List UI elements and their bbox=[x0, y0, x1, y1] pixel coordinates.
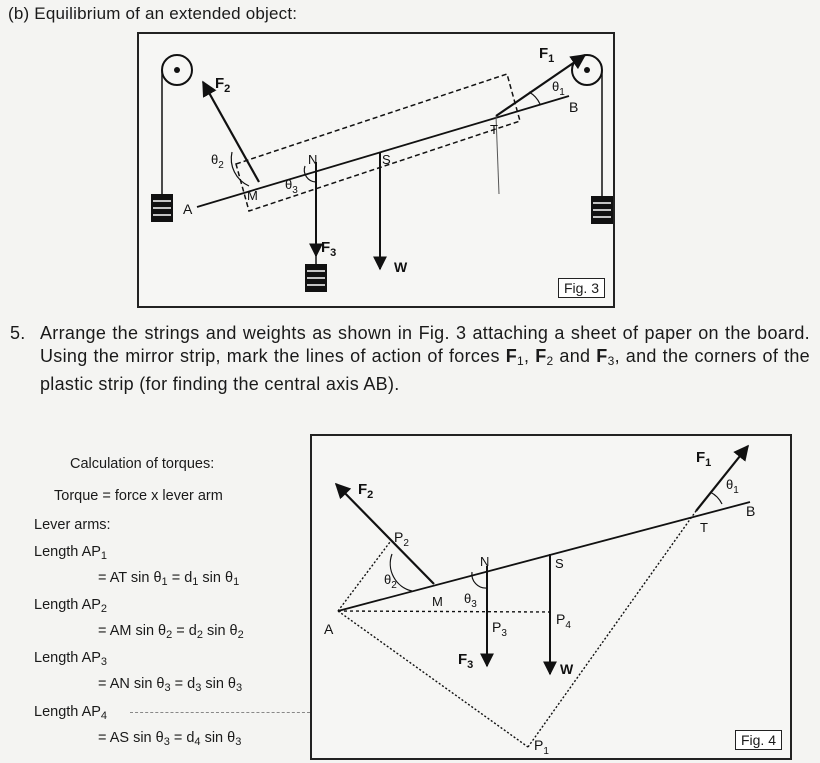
fig4-label-s: S bbox=[555, 556, 564, 571]
lever-arm-ap4-label: Length AP4 bbox=[34, 704, 108, 722]
step-5: 5. Arrange the strings and weights as sh… bbox=[10, 322, 810, 396]
fig4-label-p1: P1 bbox=[534, 737, 549, 757]
fig4-label-a: A bbox=[324, 621, 334, 637]
left-weight bbox=[151, 194, 173, 222]
fig4-label-theta1: θ1 bbox=[726, 477, 739, 496]
fig3-label-theta1: θ1 bbox=[552, 79, 565, 98]
figure-4-drawing: A B M N S T W P2 P3 P4 P1 F1 F2 F3 θ2 θ3… bbox=[324, 444, 755, 757]
bottom-weight bbox=[305, 264, 327, 292]
lever-arm-ap2-formula: = AM sin θ2 = d2 sin θ2 bbox=[98, 623, 244, 641]
fig3-label-n: N bbox=[308, 152, 317, 167]
section-heading: (b) Equilibrium of an extended object: bbox=[8, 4, 298, 23]
lever-arm-ap2-label: Length AP2 bbox=[34, 597, 108, 615]
step-text: Arrange the strings and weights as shown… bbox=[40, 323, 810, 394]
fig4-label-n: N bbox=[480, 554, 489, 569]
fig3-label-theta2: θ2 bbox=[211, 152, 224, 171]
fig4-label-b: B bbox=[746, 503, 755, 519]
fig4-label-theta2: θ2 bbox=[384, 572, 397, 591]
fig4-caption: Fig. 4 bbox=[734, 730, 782, 750]
fig4-label-p2: P2 bbox=[394, 529, 409, 549]
fig3-label-t: T bbox=[490, 122, 498, 137]
fig3-label-theta3: θ3 bbox=[285, 177, 298, 196]
fig4-label-f1: F1 bbox=[696, 449, 711, 469]
plastic-strip bbox=[235, 73, 521, 212]
fig3-caption: Fig. 3 bbox=[557, 278, 605, 298]
lever-arms-heading: Lever arms: bbox=[34, 517, 111, 533]
figure-4: A B M N S T W P2 P3 P4 P1 F1 F2 F3 θ2 θ3… bbox=[310, 434, 792, 760]
right-weight bbox=[591, 196, 613, 224]
fig4-label-f3: F3 bbox=[458, 651, 473, 671]
fig3-label-f1: F1 bbox=[539, 45, 554, 65]
fig3-label-f2: F2 bbox=[215, 75, 230, 95]
ap4-dashed-connector bbox=[130, 712, 310, 713]
fig4-label-f2: F2 bbox=[358, 481, 373, 501]
lever-arm-ap1-formula: = AT sin θ1 = d1 sin θ1 bbox=[98, 570, 240, 588]
figure-3: A B M N S T W F1 F2 F3 θ2 θ3 θ1 Fig. 3 bbox=[137, 32, 615, 308]
lever-arm-ap3-label: Length AP3 bbox=[34, 650, 108, 668]
fig4-label-w: W bbox=[560, 661, 574, 677]
torque-formula: Torque = force x lever arm bbox=[54, 488, 223, 504]
fig3-label-s: S bbox=[382, 152, 391, 167]
calc-title: Calculation of torques: bbox=[70, 456, 215, 472]
fig3-label-a: A bbox=[183, 201, 193, 217]
fig4-label-t: T bbox=[700, 520, 708, 535]
fig4-label-m: M bbox=[432, 594, 443, 609]
fig4-label-p3: P3 bbox=[492, 619, 507, 639]
figure-3-drawing: A B M N S T W F1 F2 F3 θ2 θ3 θ1 bbox=[151, 45, 613, 292]
fig4-label-theta3: θ3 bbox=[464, 591, 477, 610]
lever-arm-ap3-formula: = AN sin θ3 = d3 sin θ3 bbox=[98, 676, 243, 694]
fig3-label-w: W bbox=[394, 259, 408, 275]
left-pulley bbox=[161, 54, 193, 86]
step-number: 5. bbox=[10, 323, 26, 343]
fig3-label-f3: F3 bbox=[321, 239, 336, 259]
fig3-label-b: B bbox=[569, 99, 578, 115]
fig4-label-p4: P4 bbox=[556, 611, 571, 631]
lever-arm-ap1-label: Length AP1 bbox=[34, 544, 108, 562]
fig3-label-m: M bbox=[247, 188, 258, 203]
lever-arm-ap4-formula: = AS sin θ3 = d4 sin θ3 bbox=[98, 730, 242, 748]
